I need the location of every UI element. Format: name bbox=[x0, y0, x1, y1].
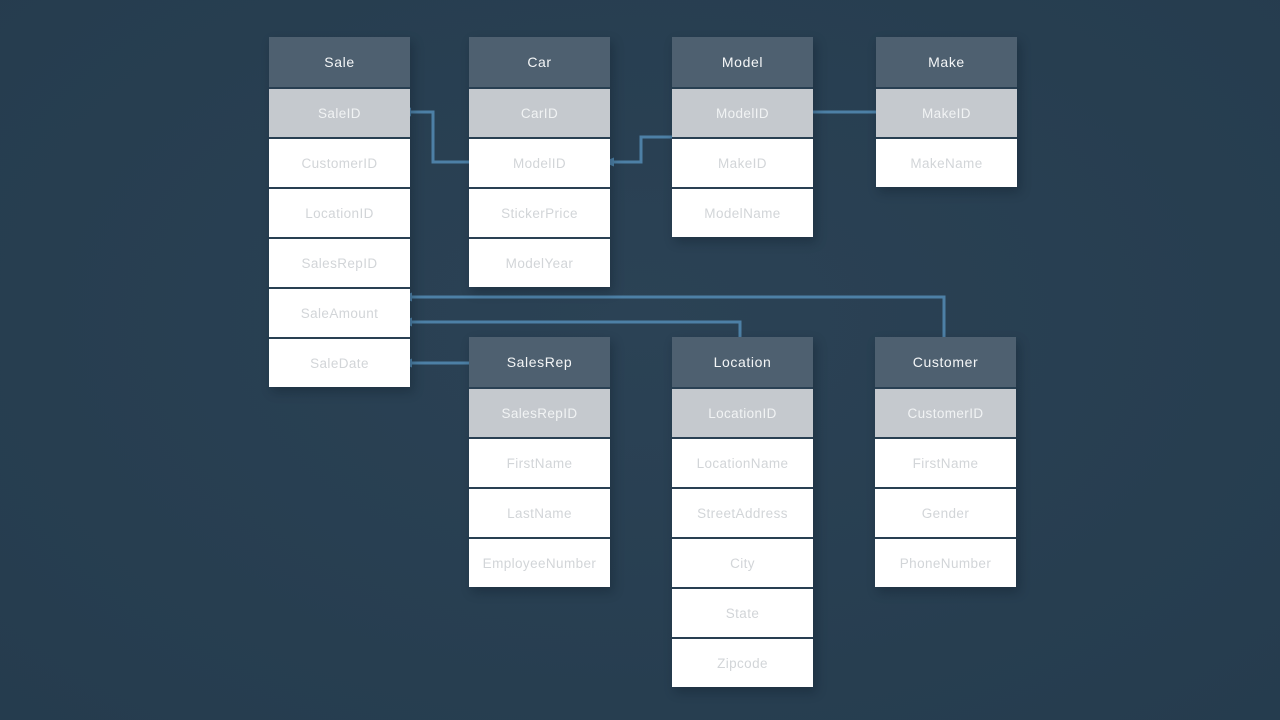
field-row: StreetAddress bbox=[672, 489, 813, 537]
field-row: SaleDate bbox=[269, 339, 410, 387]
table-title: Location bbox=[672, 337, 813, 387]
connector-saleid-car bbox=[410, 110, 469, 164]
field-row: LocationName bbox=[672, 439, 813, 487]
field-row: MakeID bbox=[672, 139, 813, 187]
connector-sale-customer bbox=[410, 295, 946, 337]
field-row-key: SalesRepID bbox=[469, 389, 610, 437]
field-row: City bbox=[672, 539, 813, 587]
field-row: SaleAmount bbox=[269, 289, 410, 337]
field-row-key: CustomerID bbox=[875, 389, 1016, 437]
field-row: LocationID bbox=[269, 189, 410, 237]
table-title: Make bbox=[876, 37, 1017, 87]
field-row-key: CarID bbox=[469, 89, 610, 137]
field-row-key: MakeID bbox=[876, 89, 1017, 137]
table-title: Model bbox=[672, 37, 813, 87]
field-row-key: ModelID bbox=[672, 89, 813, 137]
field-row: SalesRepID bbox=[269, 239, 410, 287]
field-row-key: LocationID bbox=[672, 389, 813, 437]
field-row: PhoneNumber bbox=[875, 539, 1016, 587]
table-title: Sale bbox=[269, 37, 410, 87]
field-row: Zipcode bbox=[672, 639, 813, 687]
field-row: Gender bbox=[875, 489, 1016, 537]
field-row: MakeName bbox=[876, 139, 1017, 187]
table-title: SalesRep bbox=[469, 337, 610, 387]
table-title: Car bbox=[469, 37, 610, 87]
table-title: Customer bbox=[875, 337, 1016, 387]
field-row: State bbox=[672, 589, 813, 637]
field-row: ModelYear bbox=[469, 239, 610, 287]
field-row: FirstName bbox=[469, 439, 610, 487]
field-row: ModelName bbox=[672, 189, 813, 237]
field-row: ModelID bbox=[469, 139, 610, 187]
field-row-key: SaleID bbox=[269, 89, 410, 137]
connector-modelid-model bbox=[610, 135, 672, 164]
field-row: StickerPrice bbox=[469, 189, 610, 237]
field-row: FirstName bbox=[875, 439, 1016, 487]
field-row: EmployeeNumber bbox=[469, 539, 610, 587]
field-row: LastName bbox=[469, 489, 610, 537]
connector-sale-location bbox=[410, 320, 742, 337]
field-row: CustomerID bbox=[269, 139, 410, 187]
